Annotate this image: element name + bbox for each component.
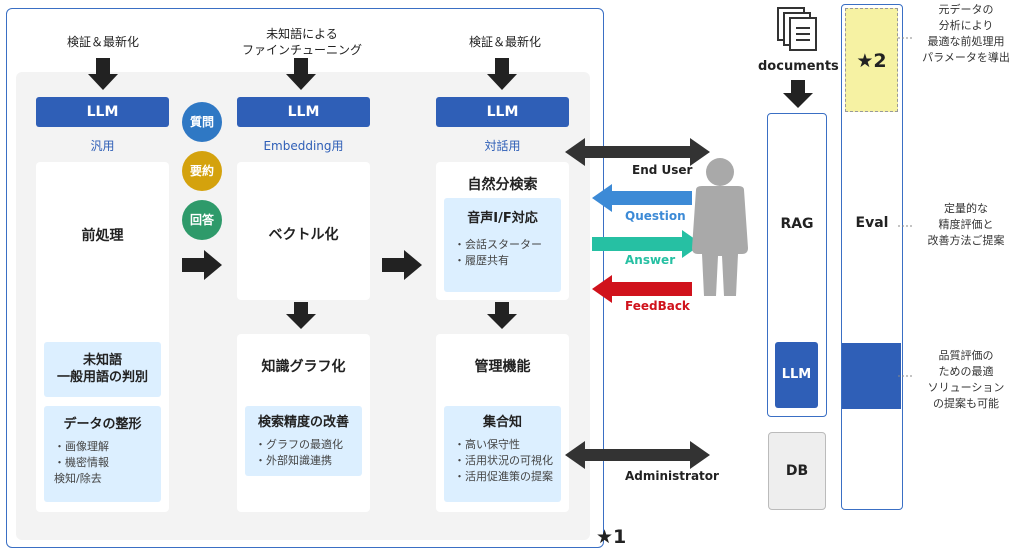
knowledge-graph-title: 知識グラフ化	[261, 359, 346, 375]
data-format-heading: データの整形	[63, 417, 142, 432]
knowledge-graph-card: 知識グラフ化 検索精度の改善 グラフの最適化 外部知識連携	[237, 334, 370, 512]
preprocess-card: 前処理 未知語 一般用語の判別 データの整形 画像理解 機密情報 検知/除去	[36, 162, 169, 512]
feedback-label: FeedBack	[625, 299, 690, 313]
note-accuracy-eval: 定量的な 精度評価と 改善方法ご提案	[927, 202, 1005, 247]
unknown-word-box: 未知語 一般用語の判別	[44, 342, 161, 397]
llm-general: LLM	[36, 97, 169, 127]
col3-top-label: 検証＆最新化	[468, 35, 541, 49]
rag-label: RAG	[780, 216, 814, 232]
administrator-label: Administrator	[625, 469, 719, 483]
voice-if-item: 会話スターター	[454, 237, 561, 253]
db-box: DB	[768, 432, 826, 510]
data-format-box: データの整形 画像理解 機密情報 検知/除去	[44, 406, 161, 502]
preprocess-title: 前処理	[81, 228, 124, 244]
arrow-down-documents	[783, 80, 813, 108]
data-format-item: 画像理解	[54, 439, 161, 455]
voice-if-item: 履歴共有	[454, 253, 561, 269]
admin-title: 管理機能	[474, 359, 531, 375]
data-format-item: 機密情報 検知/除去	[54, 455, 161, 487]
circle-question: 質問	[182, 102, 222, 142]
eval-column: ★2 Eval	[841, 4, 903, 510]
llm-dialogue: LLM	[436, 97, 569, 127]
admin-card: 管理機能 集合知 高い保守性 活用状況の可視化 活用促進策の提案	[436, 334, 569, 512]
documents-label: documents	[758, 59, 839, 74]
llm-embedding-sub: Embedding用	[263, 139, 344, 153]
eval-quality-box	[842, 343, 901, 409]
answer-arrow	[592, 230, 702, 258]
vectorize-title: ベクトル化	[268, 227, 339, 243]
circle-answer: 回答	[182, 200, 222, 240]
llm-dialogue-sub: 対話用	[484, 139, 521, 153]
search-accuracy-box: 検索精度の改善 グラフの最適化 外部知識連携	[245, 406, 362, 476]
rag-column: RAG LLM	[767, 113, 827, 417]
collective-knowledge-item: 活用状況の可視化	[454, 453, 561, 469]
end-user-label: End User	[632, 163, 693, 177]
star1-label: ★1	[596, 526, 627, 548]
system-frame	[6, 8, 604, 548]
search-accuracy-heading: 検索精度の改善	[257, 415, 349, 430]
llm-general-sub: 汎用	[90, 139, 115, 153]
note-quality-solution: 品質評価の ための最適 ソリューション の提案も可能	[927, 349, 1005, 410]
arrow-down-vector-to-graph	[286, 302, 316, 329]
natural-search-title: 自然分検索	[467, 177, 538, 193]
unknown-word-heading: 未知語 一般用語の判別	[56, 353, 148, 385]
search-accuracy-item: 外部知識連携	[255, 453, 362, 469]
rag-llm-box: LLM	[775, 342, 818, 408]
feedback-arrow	[592, 275, 692, 303]
arrow-down-col2	[286, 58, 316, 90]
eval-label: Eval	[855, 215, 889, 231]
user-person-icon	[692, 158, 748, 296]
col1-top-label: 検証＆最新化	[66, 35, 139, 49]
search-accuracy-item: グラフの最適化	[255, 437, 362, 453]
collective-knowledge-item: 高い保守性	[454, 437, 561, 453]
arrow-down-search-to-admin	[487, 302, 517, 329]
star2-box: ★2	[845, 8, 898, 112]
arrow-down-col3	[487, 58, 517, 90]
collective-knowledge-heading: 集合知	[482, 415, 522, 430]
col2-top-label: 未知語による ファインチューニング	[241, 27, 362, 57]
arrow-right-col1-col2	[182, 250, 222, 280]
documents-icon	[777, 7, 817, 51]
collective-knowledge-box: 集合知 高い保守性 活用状況の可視化 活用促進策の提案	[444, 406, 561, 502]
question-label: Question	[625, 209, 686, 223]
answer-label: Answer	[625, 253, 676, 267]
natural-search-card: 自然分検索 音声I/F対応 会話スターター 履歴共有	[436, 162, 569, 300]
voice-if-box: 音声I/F対応 会話スターター 履歴共有	[444, 198, 561, 292]
arrow-down-col1	[88, 58, 118, 90]
question-arrow	[592, 184, 692, 212]
vectorize-card: ベクトル化	[237, 162, 370, 300]
collective-knowledge-item: 活用促進策の提案	[454, 469, 561, 485]
circle-summary: 要約	[182, 151, 222, 191]
end-user-arrow	[565, 138, 710, 166]
administrator-arrow	[565, 441, 710, 469]
llm-embedding: LLM	[237, 97, 370, 127]
note-preprocess-params: 元データの 分析により 最適な前処理用 パラメータを導出	[922, 3, 1010, 64]
arrow-right-col2-col3	[382, 250, 422, 280]
voice-if-heading: 音声I/F対応	[467, 211, 538, 226]
